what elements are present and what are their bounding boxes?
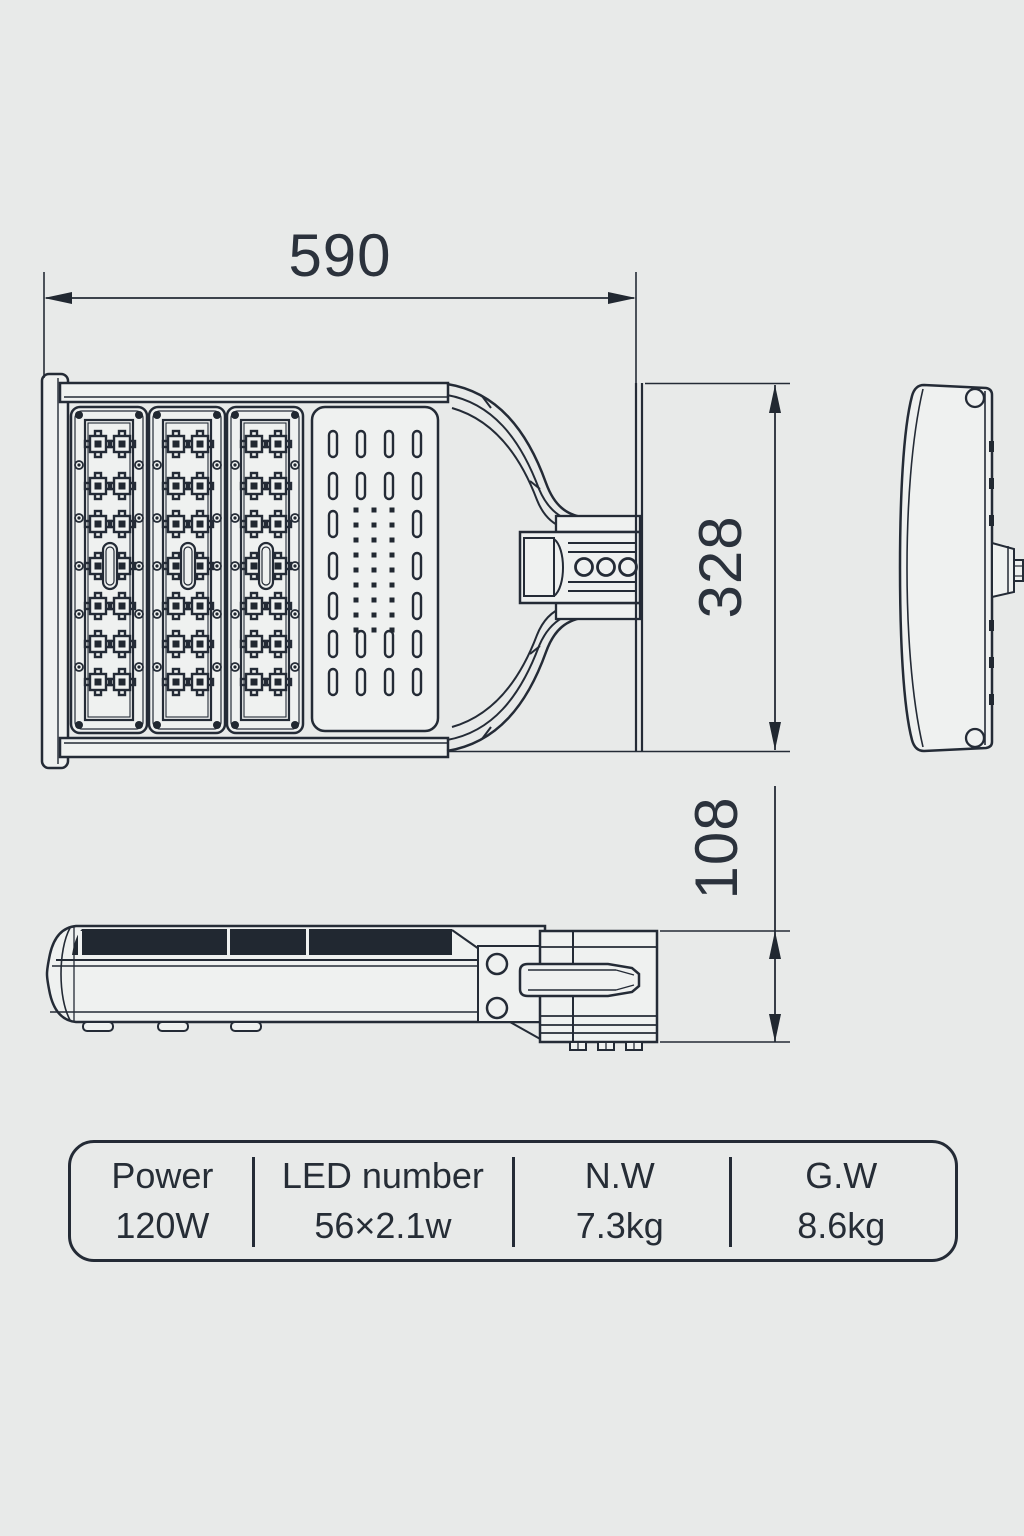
heatsink-feet (82, 1021, 262, 1032)
side-view (45, 924, 659, 1051)
spec-value: 120W (115, 1205, 210, 1246)
driver-plate (310, 405, 440, 733)
bracket-bolt (485, 996, 509, 1020)
dimension-thickness-108: 108 (660, 786, 790, 1043)
side-view-bracket (451, 929, 659, 1051)
housing-screw (964, 727, 986, 749)
spec-value: 7.3kg (575, 1205, 664, 1246)
dimension-width-590: 590 (43, 222, 637, 383)
end-view-mount-stub (991, 541, 1024, 599)
spec-value: 56×2.1w (314, 1205, 452, 1246)
led-strip-profile (72, 929, 452, 955)
pole-mount (518, 383, 644, 752)
spec-label: N.W (584, 1155, 655, 1197)
spec-col-gross-weight: G.W 8.6kg (728, 1143, 955, 1259)
spec-label: G.W (805, 1155, 878, 1197)
table-divider (512, 1157, 515, 1247)
spec-col-led-number: LED number 56×2.1w (254, 1143, 512, 1259)
dimension-height-328: 328 (448, 382, 790, 753)
spec-label: LED number (281, 1155, 484, 1197)
mount-bolt-hole (596, 557, 616, 577)
spec-col-net-weight: N.W 7.3kg (512, 1143, 728, 1259)
top-view (40, 372, 644, 770)
mount-bolt-hole (574, 557, 594, 577)
end-view (898, 383, 1024, 753)
spec-table: Power 120W LED number 56×2.1w N.W 7.3kg … (68, 1140, 958, 1262)
spec-label: Power (111, 1155, 214, 1197)
dim-label-thickness: 108 (683, 796, 750, 899)
housing-rails (58, 381, 450, 759)
dim-label-height: 328 (687, 515, 754, 618)
end-cap-left (40, 372, 70, 770)
pole-spigot (518, 962, 641, 998)
table-divider (729, 1157, 732, 1247)
spec-col-power: Power 120W (71, 1143, 254, 1259)
spec-value: 8.6kg (797, 1205, 886, 1246)
dim-label-width: 590 (288, 222, 391, 289)
table-divider (252, 1157, 255, 1247)
bracket-bolt (485, 952, 509, 976)
led-module-array (71, 407, 303, 733)
housing-screw (964, 387, 986, 409)
